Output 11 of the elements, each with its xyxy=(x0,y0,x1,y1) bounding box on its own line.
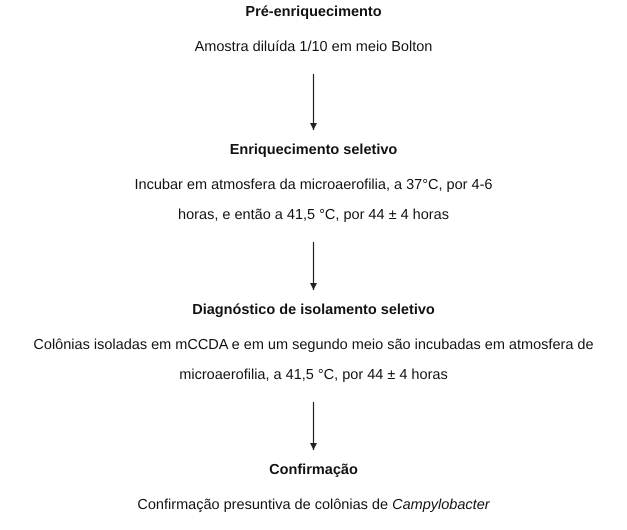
arrow xyxy=(310,242,317,290)
step-heading: Diagnóstico de isolamento seletivo xyxy=(192,301,435,320)
step-description: Colônias isoladas em mCCDA e em um segundo meio são incubadas em atmosfera de microaerofilia, a 41,5 °C, por 44 ± 4 horas xyxy=(32,336,595,385)
arrow xyxy=(310,74,317,130)
step-description: Confirmação presuntiva de colônias de Campylobacter xyxy=(137,496,490,515)
arrow xyxy=(310,402,317,450)
step-heading: Pré-enriquecimento xyxy=(245,3,382,22)
step-heading: Confirmação xyxy=(269,461,358,480)
step-description: Amostra diluída 1/10 em meio Bolton xyxy=(194,38,432,57)
step-description: Incubar em atmosfera da microaerofilia, a 37°C, por 4-6 horas, e então a 41,5 °C, por 44 ± 4 horas xyxy=(134,176,494,225)
step-heading: Enriquecimento seletivo xyxy=(230,141,398,160)
